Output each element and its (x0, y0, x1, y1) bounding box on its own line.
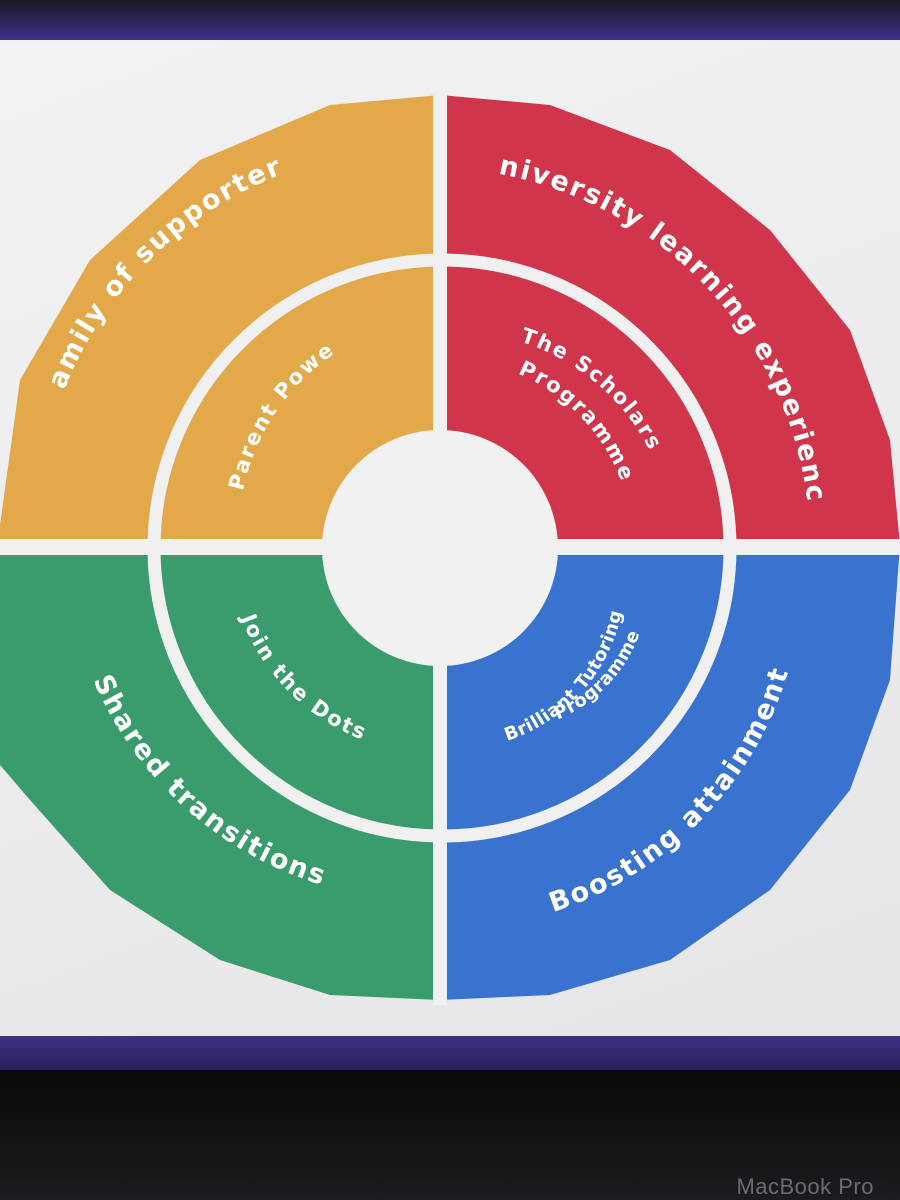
laptop-body: MacBook Pro (0, 1070, 900, 1200)
outer-segment-green (0, 545, 440, 1000)
outer-segment-blue (440, 545, 900, 1000)
outer-segment-red (440, 95, 900, 545)
device-brand-label: MacBook Pro (736, 1174, 874, 1199)
outer-ring (0, 95, 900, 1000)
center-hub (322, 430, 558, 666)
outer-segment-yellow (0, 95, 440, 545)
screen-bottom-frame (0, 1036, 900, 1070)
